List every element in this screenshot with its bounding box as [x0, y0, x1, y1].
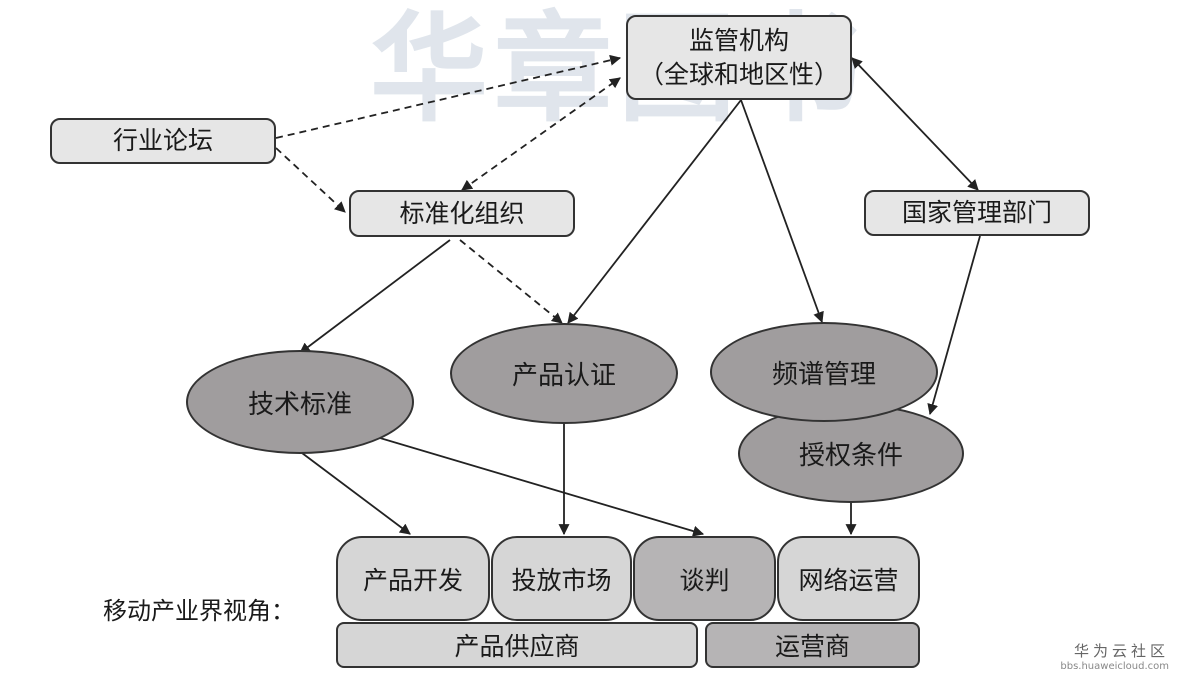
brand-url: bbs.huaweicloud.com: [1060, 661, 1169, 672]
arrow-national-to-license: [927, 235, 981, 416]
activity-network-operation: 网络运营: [777, 536, 920, 621]
standards-org-box: 标准化组织: [349, 190, 575, 237]
regulator-box: 监管机构 （全球和地区性）: [626, 15, 852, 100]
arrow-standards-regulator: [461, 77, 621, 191]
arrow-regulator-national: [851, 57, 979, 191]
party-product-supplier: 产品供应商: [336, 622, 698, 668]
arrow-standards-to-cert: [459, 239, 563, 324]
party-operator: 运营商: [705, 622, 920, 668]
industry-perspective-label: 移动产业界视角：: [103, 597, 295, 625]
activity-market-launch: 投放市场: [491, 536, 632, 621]
arrow-forum-to-standards: [275, 147, 346, 213]
arrow-regulator-to-cert: [567, 99, 742, 324]
national-dept-box: 国家管理部门: [864, 190, 1090, 236]
regulator-title: 监管机构: [688, 25, 789, 55]
arrow-regulator-to-spectrum: [740, 99, 824, 324]
activity-negotiation: 谈判: [633, 536, 776, 621]
activity-product-development: 产品开发: [336, 536, 490, 621]
arrow-tech-to-dev: [297, 449, 411, 535]
arrow-standards-to-tech: [299, 239, 451, 354]
brand-name: 华为云社区: [1073, 642, 1169, 660]
forum-box: 行业论坛: [50, 118, 276, 164]
regulator-subtitle: （全球和地区性）: [638, 59, 839, 89]
arrow-tech-to-negotiation: [379, 437, 705, 537]
arrow-forum-to-regulator: [275, 54, 622, 139]
spectrum-mgmt-ellipse: 频谱管理: [710, 322, 938, 422]
tech-standard-ellipse: 技术标准: [186, 350, 414, 454]
product-cert-ellipse: 产品认证: [450, 323, 678, 424]
branding: 华为云社区 bbs.huaweicloud.com: [1060, 640, 1169, 672]
